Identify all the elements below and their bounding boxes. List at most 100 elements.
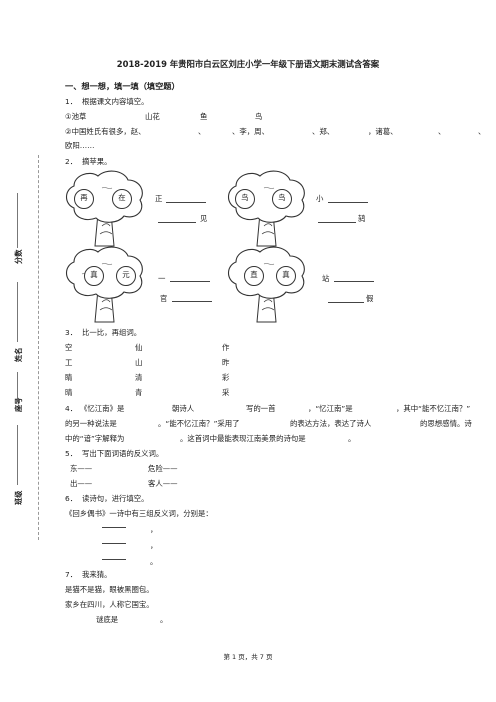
answer-blank [172, 301, 212, 302]
q5-prompt: 写出下面词语的反义词。 [82, 449, 164, 458]
q7-line1: 是猫不是猫，眼被黑圈包。 [65, 585, 154, 594]
apple [272, 189, 292, 209]
answer-blank [328, 302, 364, 303]
q4-text: 的思想感情。诗 [420, 419, 472, 428]
q1-line1-b: 山花 [145, 112, 160, 121]
answer-blank [334, 281, 374, 282]
q6-sep: ， [150, 541, 158, 550]
apple [276, 266, 296, 286]
q3-prompt: 比一比，再组词。 [82, 328, 142, 337]
apple-tree-1 [65, 170, 143, 247]
basket-word: 站 [322, 274, 330, 283]
q5-item: 东—— [70, 464, 93, 473]
apple-char: 鸟 [241, 193, 249, 202]
q1-line2-b: 、 [198, 127, 206, 136]
page-number: 第 1 页，共 7 页 [223, 653, 273, 661]
q4-text: 朝诗人 [172, 404, 195, 413]
basket-word: 见 [200, 214, 208, 223]
answer-blank [102, 543, 126, 544]
page-title: 2018-2019 年贵阳市白云区刘庄小学一年级下册语文期末测试含答案 [116, 59, 380, 69]
q7-prompt: 我来猜。 [82, 570, 112, 579]
q6-sep: ， [150, 525, 158, 534]
q5-item: 客人—— [148, 479, 178, 488]
apple [84, 266, 104, 286]
q7-line3-b: 。 [160, 615, 168, 624]
apple-char: 真 [90, 270, 98, 279]
basket-word: 鸫 [358, 214, 366, 223]
q3-number: 3． [65, 328, 78, 337]
class-label: 班级 [14, 490, 23, 505]
answer-blank [328, 202, 368, 203]
q6-end: 。 [150, 557, 158, 566]
apple-char: 再 [80, 193, 88, 202]
q6-line1: 《回乡偶书》一诗中有三组反义词，分别是： [65, 509, 213, 518]
q3-char: 工 [65, 358, 73, 367]
basket-word: 官 [160, 294, 168, 303]
name-label: 姓名 [14, 347, 23, 362]
basket-word: 一 [158, 274, 166, 283]
score-label: 分数 [14, 249, 23, 264]
number-blank [17, 372, 18, 402]
q3-char: 晴 [65, 388, 73, 397]
q3-char: 睛 [65, 373, 73, 382]
q1-line2-f: 、 [438, 127, 446, 136]
apple [112, 189, 132, 209]
answer-blank [158, 222, 196, 223]
apple-tree-4 [227, 246, 305, 323]
answer-blank [102, 559, 126, 560]
q4-text: 的另一种说法是 [65, 419, 117, 428]
q4-number: 4． [65, 404, 78, 413]
number-label: 座号 [14, 397, 23, 412]
apple-char: 直 [250, 270, 258, 279]
basket-word: 假 [366, 294, 374, 303]
q3-char: 空 [65, 343, 73, 352]
q1-prompt: 根据课文内容填空。 [82, 97, 149, 106]
q2-prompt: 摘苹果。 [82, 157, 112, 166]
apple [244, 266, 264, 286]
q1-number: 1． [65, 97, 78, 106]
name-blank [17, 282, 18, 342]
q3-char: 作 [222, 343, 230, 352]
q4-text: 。这首词中最能表现江南美景的诗句是 [180, 434, 306, 443]
q3-char: 青 [135, 388, 143, 397]
q4-text: ，其中“能不忆江南？” [396, 404, 471, 413]
q1-line2-g: 、 [478, 127, 486, 136]
q4-text: 的表达方法，表达了诗人 [290, 419, 372, 428]
score-blank [17, 193, 18, 248]
q1-line2-e: ，诸葛、 [368, 127, 398, 136]
q7-line2: 家乡在四川，人称它国宝。 [65, 600, 154, 609]
q3-char: 仙 [135, 343, 143, 352]
q4-text: 写的一首 [246, 404, 276, 413]
q4-text: ，“忆江南”是 [308, 404, 353, 413]
q1-line2-c: 、李，周、 [232, 127, 269, 136]
q6-number: 6． [65, 494, 78, 503]
q5-item: 危险—— [148, 464, 178, 473]
answer-blank [170, 281, 210, 282]
q1-line2-a: ②中国姓氏有很多，赵、 [65, 127, 146, 136]
q1-line2-d: 、郑、 [312, 127, 335, 136]
answer-blank [318, 222, 356, 223]
q7-number: 7． [65, 570, 78, 579]
answer-blank [166, 202, 206, 203]
q1-line3: 欧阳…… [65, 141, 95, 150]
apple [235, 189, 255, 209]
q3-char: 山 [135, 358, 143, 367]
q5-number: 5． [65, 449, 78, 458]
q4-text: 。 [348, 434, 356, 443]
apple-char: 在 [118, 193, 126, 202]
answer-blank [102, 527, 126, 528]
q1-line1-a: ①池草 [65, 112, 87, 121]
class-blank [17, 425, 18, 485]
apple-char: 真 [282, 270, 290, 279]
q4-text: 。“能不忆江南？”采用了 [158, 419, 240, 428]
q3-char: 清 [135, 373, 143, 382]
q3-char: 采 [222, 388, 230, 397]
q4-text: 《忆江南》是 [80, 404, 125, 413]
q1-line1-c: 鱼 [200, 112, 208, 121]
q7-line3-a: 谜底是 [96, 615, 119, 624]
section-heading: 一、想一想，填一填（填空题） [65, 81, 180, 91]
apple-char: 鸟 [278, 193, 286, 202]
apple [74, 189, 94, 209]
q4-text: 中的“谙”字解释为 [65, 434, 125, 443]
basket-word: 正 [155, 194, 163, 203]
